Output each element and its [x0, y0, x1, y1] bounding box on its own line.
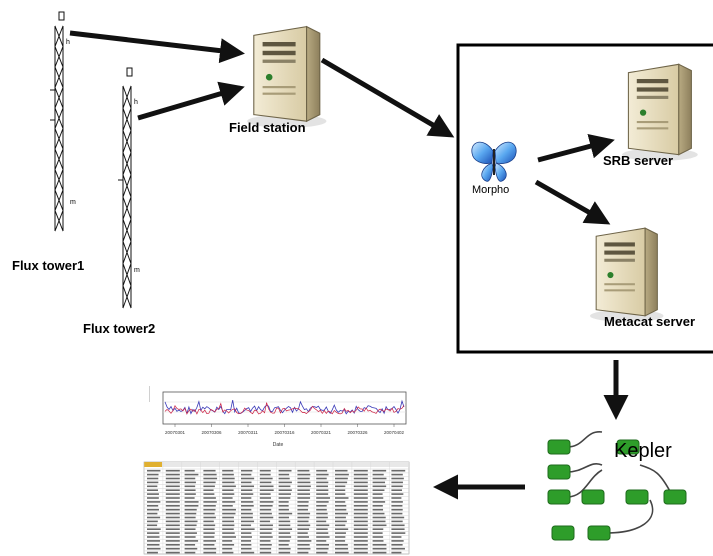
arrow-morpho-to-metacat [534, 179, 611, 225]
repository-box [456, 43, 713, 354]
mini-chart-tick-label: 20070301 [165, 430, 186, 435]
srb-label-clip: SRB server [603, 150, 710, 174]
mini-chart-tick-label: 20070316 [274, 430, 295, 435]
svg-text:h: h [66, 39, 70, 46]
mini-chart-tick-label: 20070402 [384, 430, 405, 435]
mini-chart-xlabel: Date [273, 442, 284, 448]
mini-chart-tick-label: 20070306 [201, 430, 222, 435]
flux-tower1-label: Flux tower1 [12, 258, 85, 273]
arrow-station-to-box [320, 57, 455, 138]
arrow-tower1-to-station [69, 30, 245, 64]
kepler-label: Kepler [614, 440, 672, 462]
field-station-server-icon [246, 26, 327, 129]
flux-tower2-icon: h m [118, 67, 140, 310]
mini-chart-tick-label: 20070326 [347, 430, 368, 435]
metacat-label: Metacat server [604, 314, 696, 329]
morpho-label: Morpho [472, 184, 510, 196]
metacat-server-icon [589, 227, 664, 323]
flux-tower1-icon: h m [50, 11, 76, 233]
mini-chart-tick-label: 20070321 [311, 430, 332, 435]
butterfly-icon [471, 141, 517, 182]
svg-text:————: ———— [146, 386, 151, 402]
mini-chart-series-1 [164, 399, 405, 415]
mini-chart-series-2 [164, 402, 405, 415]
srb-server-icon [621, 63, 699, 162]
kepler-workflow-icon [547, 431, 687, 541]
svg-text:h: h [134, 99, 138, 106]
metacat-label-clip: Metacat server [604, 310, 712, 334]
srb-label: SRB server [603, 153, 674, 168]
arrow-tower2-to-station [137, 81, 245, 121]
field-station-label: Field station [229, 120, 306, 135]
svg-text:m: m [134, 267, 140, 274]
arrow-morpho-to-srb [537, 134, 615, 163]
spreadsheet-thumbnail [143, 461, 410, 555]
svg-text:m: m [70, 199, 76, 206]
mini-chart-tick-label: 20070311 [238, 430, 258, 435]
mini-chart-x-ticks: 20070301 20070306 20070311 20070316 20070321… [165, 424, 405, 435]
flux-tower2-label: Flux tower2 [83, 321, 156, 336]
